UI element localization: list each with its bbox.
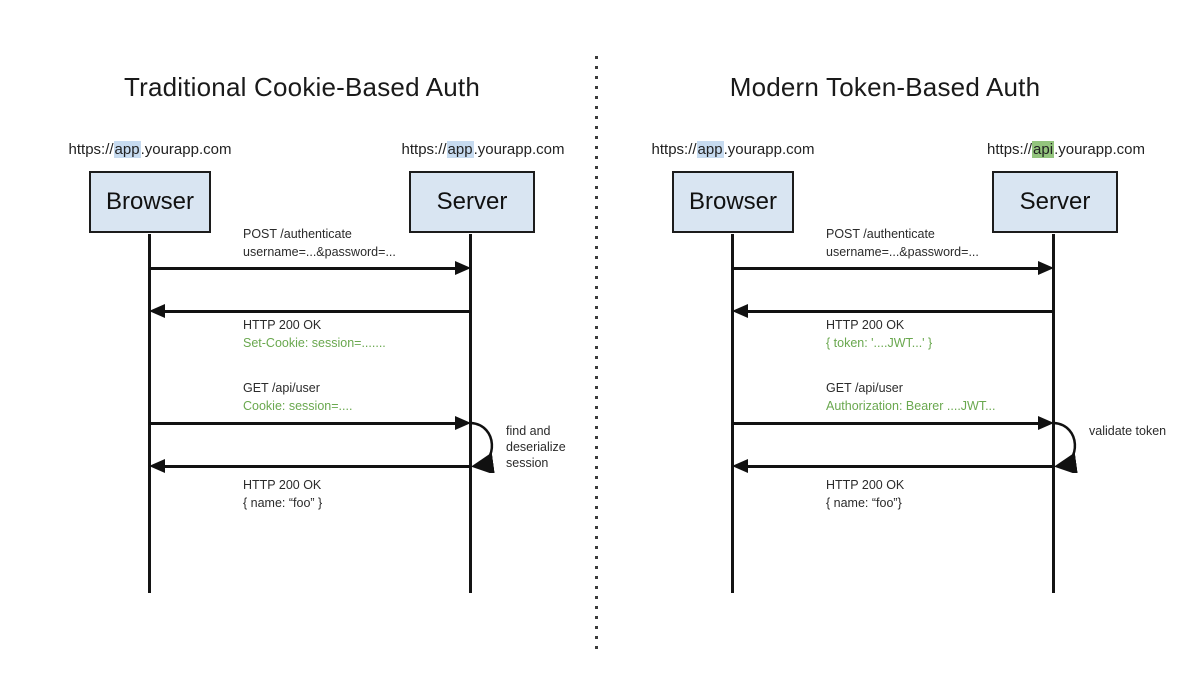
server-url: https://api.yourapp.com <box>946 141 1186 158</box>
arrowhead-icon <box>455 261 471 275</box>
message-arrow <box>732 261 1054 275</box>
browser-lifeline <box>731 234 734 593</box>
arrowhead-icon <box>732 304 748 318</box>
message-line2: Cookie: session=.... <box>243 398 353 413</box>
message-line1: HTTP 200 OK <box>243 318 322 332</box>
message-label: POST /authenticate username=...&password… <box>243 226 396 261</box>
arrowhead-icon <box>732 459 748 473</box>
arrow-shaft <box>162 309 471 313</box>
arrowhead-icon <box>149 459 165 473</box>
message-line2: { name: “foo” } <box>243 495 323 510</box>
server-lifeline <box>1052 234 1055 593</box>
self-loop-line1: validate token <box>1089 424 1167 438</box>
message-arrow <box>149 416 471 430</box>
url-highlight: app <box>446 141 474 158</box>
self-loop-line2: deserialize <box>506 440 566 454</box>
message-label: HTTP 200 OK Set-Cookie: session=....... <box>243 317 386 352</box>
url-suffix: .yourapp.com <box>1054 141 1145 158</box>
server-box: Server <box>992 171 1118 233</box>
browser-url: https://app.yourapp.com <box>30 141 270 158</box>
page-title: Modern Token-Based Auth <box>729 72 1041 102</box>
message-line1: HTTP 200 OK <box>826 478 905 492</box>
message-label: HTTP 200 OK { name: “foo”} <box>826 477 904 512</box>
message-line1: GET /api/user <box>826 381 903 395</box>
url-suffix: .yourapp.com <box>723 141 815 158</box>
browser-lifeline <box>148 234 151 593</box>
message-line2: username=...&password=... <box>243 244 396 259</box>
url-highlight: app <box>113 141 141 158</box>
arrowhead-icon <box>1038 261 1054 275</box>
message-arrow <box>732 459 1054 473</box>
message-label: POST /authenticate username=...&password… <box>826 226 979 261</box>
self-loop-label: find and deserialize session <box>506 423 566 471</box>
arrowhead-icon <box>1038 416 1054 430</box>
message-label: GET /api/user Authorization: Bearer ....… <box>826 380 996 415</box>
url-prefix: https:// <box>987 141 1033 158</box>
self-loop-label: validate token <box>1089 423 1166 439</box>
url-prefix: https:// <box>401 141 447 158</box>
panel-token-auth: Modern Token-Based Auth https://app.your… <box>583 0 1200 691</box>
message-arrow <box>149 261 471 275</box>
self-loop-arrow <box>470 421 495 473</box>
page-title: Traditional Cookie-Based Auth <box>123 72 481 102</box>
dotted-divider <box>595 56 598 649</box>
message-line1: GET /api/user <box>243 381 320 395</box>
message-line2: username=...&password=... <box>826 244 979 259</box>
url-highlight: api <box>1032 141 1055 158</box>
url-prefix: https:// <box>651 141 697 158</box>
arrow-shaft <box>149 421 458 425</box>
url-suffix: .yourapp.com <box>140 141 232 158</box>
self-loop-line3: session <box>506 456 549 470</box>
browser-box: Browser <box>89 171 211 233</box>
browser-url: https://app.yourapp.com <box>613 141 853 158</box>
message-label: HTTP 200 OK { name: “foo” } <box>243 477 322 512</box>
arrow-shaft <box>732 266 1041 270</box>
arrowhead-icon <box>455 416 471 430</box>
message-label: HTTP 200 OK { token: '....JWT...' } <box>826 317 932 352</box>
message-arrow <box>732 304 1054 318</box>
server-box: Server <box>409 171 535 233</box>
message-line2: Authorization: Bearer ....JWT... <box>826 398 996 413</box>
message-line2: Set-Cookie: session=....... <box>243 335 386 350</box>
message-line1: POST /authenticate <box>826 227 935 241</box>
url-highlight: app <box>696 141 724 158</box>
message-line2: { token: '....JWT...' } <box>826 335 933 350</box>
message-label: GET /api/user Cookie: session=.... <box>243 380 352 415</box>
message-line1: POST /authenticate <box>243 227 352 241</box>
self-loop-line1: find and <box>506 424 551 438</box>
message-arrow <box>149 459 471 473</box>
arrow-shaft <box>162 464 471 468</box>
self-loop-arrow <box>1053 421 1078 473</box>
arrow-shaft <box>745 309 1054 313</box>
message-line2: { name: “foo”} <box>826 495 902 510</box>
arrow-shaft <box>149 266 458 270</box>
message-arrow <box>149 304 471 318</box>
browser-box: Browser <box>672 171 794 233</box>
message-line1: HTTP 200 OK <box>826 318 905 332</box>
url-suffix: .yourapp.com <box>473 141 565 158</box>
message-arrow <box>732 416 1054 430</box>
url-prefix: https:// <box>68 141 114 158</box>
message-line1: HTTP 200 OK <box>243 478 322 492</box>
arrowhead-icon <box>149 304 165 318</box>
server-lifeline <box>469 234 472 593</box>
panel-cookie-auth: Traditional Cookie-Based Auth https://ap… <box>30 72 603 593</box>
arrow-shaft <box>745 464 1054 468</box>
arrow-shaft <box>732 421 1041 425</box>
server-url: https://app.yourapp.com <box>363 141 603 158</box>
